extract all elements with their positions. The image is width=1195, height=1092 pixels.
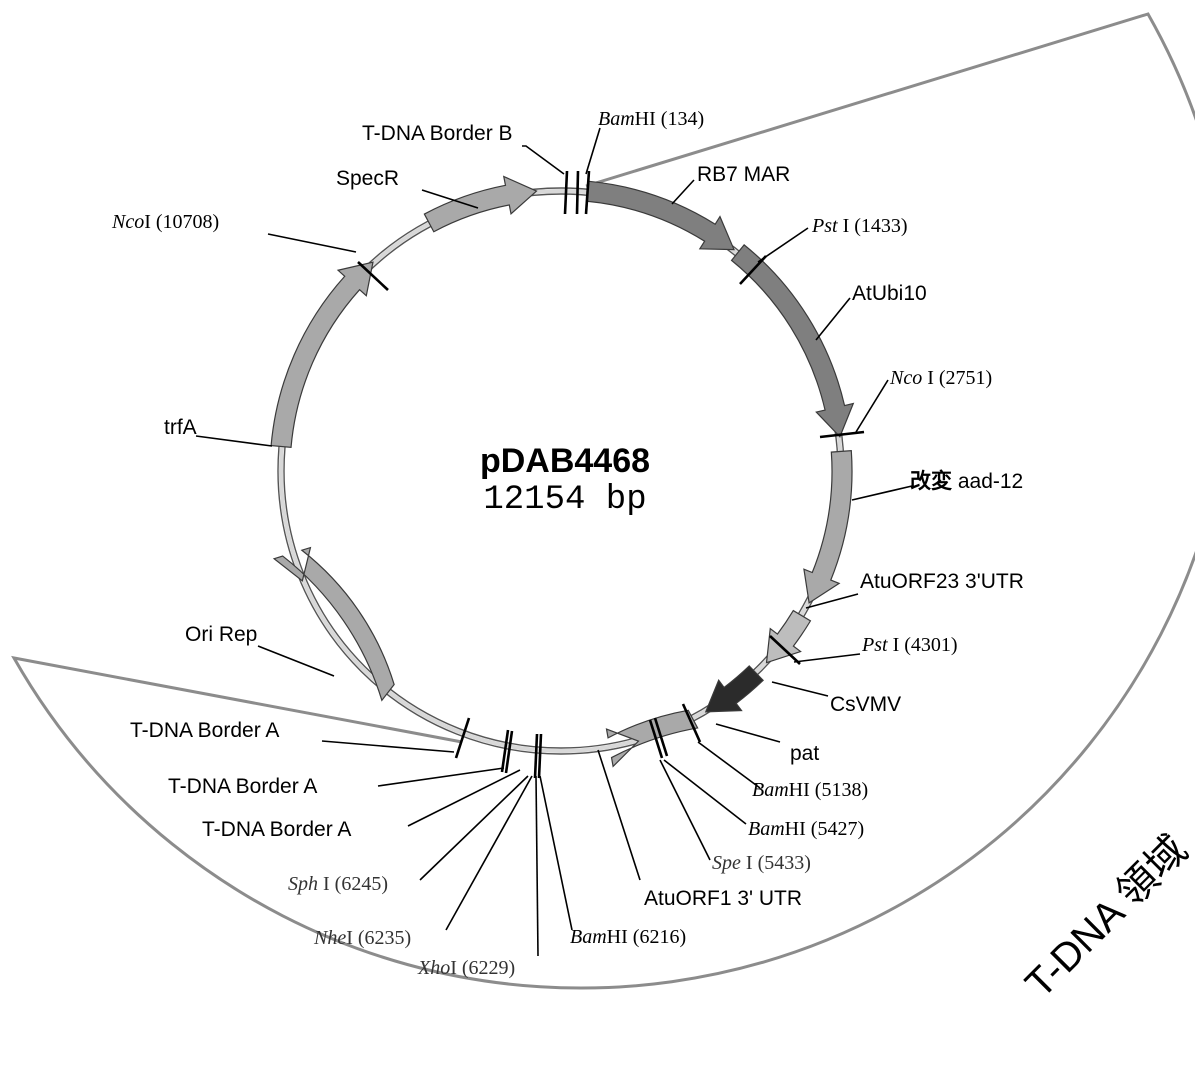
label-bamhi-5138: BamHI (5138): [752, 779, 868, 801]
label-atu-orf23: AtuORF23 3'UTR: [860, 570, 1024, 593]
label-ncoi-10708: NcoI (10708): [111, 211, 219, 233]
leader-sphi-6245: [419, 775, 529, 881]
cut-mark-ncoi-2751: [819, 430, 865, 439]
cut-mark-bamhi-5138: [681, 703, 702, 743]
label-t-dna-border-a-2: T-DNA Border A: [168, 775, 317, 798]
leader-xhoi-6229: [535, 775, 539, 957]
cut-mark-nhei-6235: [500, 729, 510, 773]
arrow-atu-orf23: [765, 609, 812, 664]
label-spei-5433: Spe I (5433): [712, 852, 811, 874]
leader-border-a-2: [377, 767, 505, 787]
arrow-spec-r: [423, 175, 538, 233]
leader-spec-r: [421, 189, 479, 209]
label-sphi-6245: Sph I (6245): [288, 873, 388, 895]
cut-mark-sphi-6245: [504, 730, 514, 774]
cut-mark-bamhi-5427: [648, 719, 664, 759]
label-aad12: 改変 aad-12: [910, 469, 1023, 493]
leader-ori-rep: [257, 645, 335, 677]
leader-psti-1433: [757, 227, 809, 263]
cut-mark-ncoi-10708: [357, 261, 389, 291]
leader-at-ubi10: [815, 297, 851, 341]
leader-atu-orf23: [805, 593, 859, 609]
leader-ncoi-10708: [267, 233, 357, 253]
label-psti-4301: Pst I (4301): [861, 634, 958, 656]
label-trf-a: trfA: [164, 416, 197, 439]
cut-mark-border-a: [454, 717, 471, 759]
feature-arrows: [270, 175, 855, 768]
cut-mark-bamhi-6216: [537, 733, 543, 779]
arrow-trf-a: [270, 261, 374, 449]
label-t-dna-border-a-3: T-DNA Border A: [202, 818, 351, 841]
label-t-dna-border-b: T-DNA Border B: [362, 122, 513, 145]
label-bamhi-5427: BamHI (5427): [748, 818, 864, 840]
label-pat: pat: [790, 742, 819, 765]
leader-border-b: [522, 145, 565, 175]
arrow-pat: [605, 709, 699, 768]
label-rb7-mar: RB7 MAR: [697, 163, 790, 186]
label-csvmv: CsVMV: [830, 693, 901, 716]
label-t-dna-region: T-DNA 領域: [1017, 828, 1195, 1007]
label-atu-orf1: AtuORF1 3' UTR: [644, 887, 802, 910]
leader-spei-5433: [659, 759, 711, 861]
arrow-csvmv: [704, 665, 764, 713]
label-ncoi-2751: Nco I (2751): [889, 367, 992, 389]
label-nhei-6235: NheI (6235): [313, 927, 411, 949]
cut-mark-border-b-1: [563, 170, 569, 215]
leader-ncoi-2751: [855, 379, 889, 433]
plasmid-size: 12154 bp: [483, 481, 646, 519]
arrow-at-ubi10: [730, 244, 855, 438]
leader-aad12: [851, 485, 913, 501]
label-bamhi-134: BamHI (134): [598, 108, 704, 130]
leader-bamhi-6216: [539, 775, 573, 931]
t-dna-region-outline: [11, 12, 1195, 990]
leader-bamhi-5427: [663, 759, 747, 825]
plasmid-name: pDAB4468: [480, 442, 650, 480]
label-bamhi-6216: BamHI (6216): [570, 926, 686, 948]
label-at-ubi10: AtUbi10: [852, 282, 927, 305]
leader-rb7-mar: [671, 179, 695, 205]
cut-marks: [357, 170, 865, 779]
arrow-aad12: [803, 450, 853, 604]
label-ori-rep: Ori Rep: [185, 623, 257, 646]
leader-border-a-1: [321, 740, 455, 753]
leader-trf-a: [195, 435, 273, 447]
cut-mark-spei-5433: [653, 717, 669, 757]
cut-mark-psti-4301: [769, 635, 801, 665]
leader-lines: [195, 127, 913, 957]
leader-atu-orf1: [597, 749, 641, 881]
leader-border-a-3: [407, 769, 521, 827]
arrow-rb7-mar: [586, 180, 735, 251]
cut-mark-psti-1433: [739, 255, 767, 285]
leader-bamhi-5138: [697, 741, 761, 789]
label-psti-1433: Pst I (1433): [811, 215, 908, 237]
leader-bamhi-134: [585, 127, 601, 175]
leader-pat: [715, 723, 781, 743]
label-spec-r: SpecR: [336, 167, 399, 190]
label-xhoi-6229: XhoI (6229): [417, 957, 515, 979]
cut-mark-xhoi-6229: [533, 733, 539, 779]
leader-psti-4301: [793, 653, 861, 663]
cut-mark-border-b-2: [575, 170, 580, 215]
cut-mark-bamhi-134: [584, 170, 591, 215]
label-t-dna-border-a-1: T-DNA Border A: [130, 719, 279, 742]
leader-nhei-6235: [445, 775, 533, 931]
leader-csvmv: [771, 681, 829, 697]
arrow-ori-rep: [272, 546, 395, 702]
